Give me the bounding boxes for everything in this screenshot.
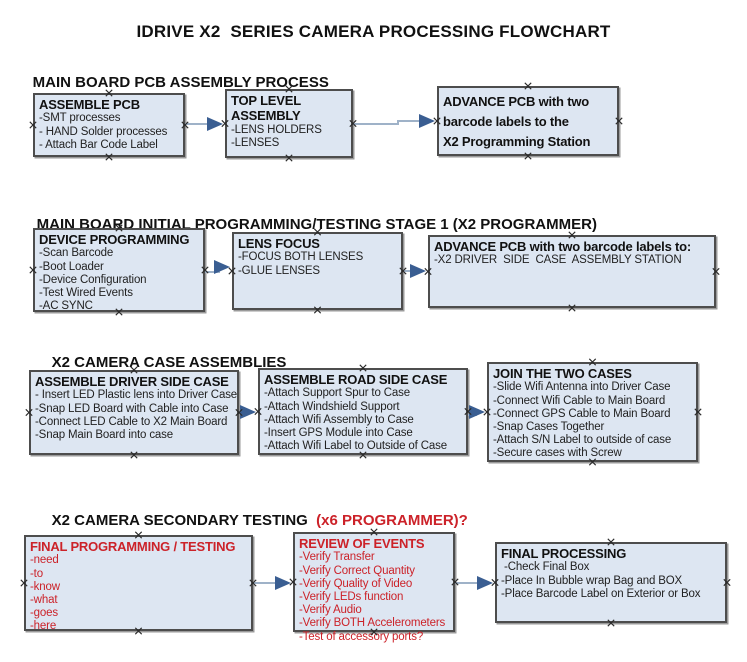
box-title: ADVANCE PCB with two barcode labels to t… — [443, 94, 591, 150]
section-header-red-text: (x6 PROGRAMMER)? — [316, 512, 468, 529]
box-item: -Connect GPS Cable to Main Board — [493, 407, 671, 420]
flow-box-device-programming: DEVICE PROGRAMMING -Scan Barcode-Boot Lo… — [33, 228, 205, 312]
box-item: -Place Barcode Label on Exterior or Box — [501, 587, 701, 600]
flow-box-final-programming-testing: FINAL PROGRAMMING / TESTING -need-to-kno… — [24, 535, 253, 633]
box-item: -need — [30, 554, 59, 567]
box-item: -Verify Audio — [299, 604, 362, 617]
arrow-road-case-to-join-cases — [468, 405, 485, 419]
box-title: REVIEW OF EVENTS — [299, 536, 425, 551]
box-title: ADVANCE PCB with two barcode labels to: — [434, 239, 692, 254]
box-title: ASSEMBLE PCB — [39, 97, 140, 112]
box-item: - Attach Bar Code Label — [39, 138, 158, 151]
box-item: -Snap Main Board into case — [35, 428, 174, 441]
box-item: -Place In Bubble wrap Bag and BOX — [501, 574, 683, 587]
box-item: -LENS HOLDERS — [231, 123, 322, 136]
arrow-device-programming-to-lens-focus — [205, 260, 230, 274]
section-header-pcb-assembly: MAIN BOARD PCB ASSEMBLY PROCESS — [16, 57, 329, 108]
section-header-case-assemblies: X2 CAMERA CASE ASSEMBLIES — [35, 337, 287, 388]
box-item: -know — [30, 580, 60, 593]
box-item: -Snap Cases Together — [493, 420, 605, 433]
box-item: -Verify Transfer — [299, 551, 375, 564]
box-title: FINAL PROCESSING — [501, 546, 627, 561]
box-item: -Verify BOTH Accelerometers — [299, 617, 446, 630]
box-item: -Insert GPS Module into Case — [264, 426, 413, 439]
box-item: -Connect Wifi Cable to Main Board — [493, 394, 666, 407]
box-title: ASSEMBLE ROAD SIDE CASE — [264, 372, 448, 387]
arrow-top-level-to-advance-pcb — [353, 114, 435, 128]
flow-box-review-of-events: REVIEW OF EVENTS -Verify Transfer-Verify… — [293, 532, 455, 643]
flow-box-advance-pcb-driver-side-station: ADVANCE PCB with two barcode labels to: … — [428, 235, 716, 308]
box-items: -SMT processes- HAND Solder processes- A… — [39, 112, 180, 152]
box-items: -Slide Wifi Antenna into Driver Case-Con… — [493, 381, 693, 460]
box-item: -Verify LEDs function — [299, 590, 404, 603]
box-title: JOIN THE TWO CASES — [493, 366, 632, 381]
box-title: ASSEMBLE DRIVER SIDE CASE — [35, 374, 229, 389]
box-item: -to — [30, 567, 43, 580]
box-item: -AC SYNC — [39, 300, 93, 313]
section-header-text: X2 CAMERA CASE ASSEMBLIES — [51, 354, 287, 371]
box-items: -Verify Transfer-Verify Correct Quantity… — [299, 551, 450, 643]
box-item: -LENSES — [231, 136, 280, 149]
box-item: -Attach Support Spur to Case — [264, 387, 411, 400]
section-header-text: X2 CAMERA SECONDARY TESTING — [51, 512, 317, 529]
box-item: -Attach Wifi Label to Outside of Case — [264, 440, 448, 453]
box-item: -Verify Quality of Video — [299, 577, 413, 590]
box-items: -Scan Barcode-Boot Loader-Device Configu… — [39, 247, 200, 313]
flow-box-top-level-assembly: TOP LEVEL ASSEMBLY -LENS HOLDERS-LENSES — [225, 89, 353, 158]
box-items: -Check Final Box-Place In Bubble wrap Ba… — [501, 561, 722, 601]
flow-box-join-the-two-cases: JOIN THE TWO CASES -Slide Wifi Antenna i… — [487, 362, 698, 462]
box-item: -Connect LED Cable to X2 Main Board — [35, 415, 228, 428]
flow-box-final-processing: FINAL PROCESSING -Check Final Box-Place … — [495, 542, 727, 623]
page-title: IDRIVE X2 SERIES CAMERA PROCESSING FLOWC… — [136, 22, 611, 41]
box-item: -Scan Barcode — [39, 247, 114, 260]
box-title: LENS FOCUS — [238, 236, 320, 251]
box-item: -Attach Wifi Assembly to Case — [264, 413, 414, 426]
box-item: - Insert LED Plastic lens into Driver Ca… — [35, 389, 238, 402]
box-item: -Test Wired Events — [39, 286, 133, 299]
box-item: -here — [30, 620, 57, 633]
box-items: -Attach Support Spur to Case-Attach Wind… — [264, 387, 463, 453]
box-item: -Device Configuration — [39, 273, 147, 286]
flow-box-advance-pcb-programming-station: ADVANCE PCB with two barcode labels to t… — [437, 86, 619, 156]
box-item: -FOCUS BOTH LENSES — [238, 251, 364, 264]
box-item: -Boot Loader — [39, 260, 104, 273]
flow-box-assemble-road-side-case: ASSEMBLE ROAD SIDE CASE -Attach Support … — [258, 368, 468, 455]
box-item: -X2 DRIVER SIDE CASE ASSEMBLY STATION — [434, 254, 682, 267]
box-item: -Attach S/N Label to outside of case — [493, 434, 672, 447]
box-item: -goes — [30, 607, 59, 620]
box-item: -Verify Correct Quantity — [299, 564, 415, 577]
flow-box-lens-focus: LENS FOCUS -FOCUS BOTH LENSES-GLUE LENSE… — [232, 232, 403, 310]
box-item: -Attach Windshield Support — [264, 400, 400, 413]
section-header-secondary-testing: X2 CAMERA SECONDARY TESTING (x6 PROGRAMM… — [35, 495, 468, 546]
box-item: -Slide Wifi Antenna into Driver Case — [493, 381, 671, 394]
box-items: -LENS HOLDERS-LENSES — [231, 124, 348, 150]
box-title: FINAL PROGRAMMING / TESTING — [30, 539, 236, 554]
flow-box-assemble-pcb: ASSEMBLE PCB -SMT processes- HAND Solder… — [33, 93, 185, 157]
box-item: -GLUE LENSES — [238, 264, 320, 277]
flow-box-assemble-driver-side-case: ASSEMBLE DRIVER SIDE CASE - Insert LED P… — [29, 370, 239, 455]
box-items: - Insert LED Plastic lens into Driver Ca… — [35, 389, 238, 442]
box-item: -SMT processes — [39, 112, 121, 125]
box-title: TOP LEVEL ASSEMBLY — [231, 93, 301, 124]
box-title: DEVICE PROGRAMMING — [39, 232, 190, 247]
box-item: -Test of accessory ports? — [299, 630, 424, 643]
section-header-text: MAIN BOARD PCB ASSEMBLY PROCESS — [32, 74, 329, 91]
box-item: -what — [30, 593, 58, 606]
box-item: -Check Final Box — [501, 561, 590, 574]
box-item: -Secure cases with Screw — [493, 447, 622, 460]
box-item: - HAND Solder processes — [39, 125, 168, 138]
box-items: -FOCUS BOTH LENSES-GLUE LENSES — [238, 251, 398, 277]
box-items: -X2 DRIVER SIDE CASE ASSEMBLY STATION — [434, 254, 711, 267]
box-items: -need-to-know-what-goes-here — [30, 554, 248, 633]
box-item: -Snap LED Board with Cable into Case — [35, 402, 229, 415]
